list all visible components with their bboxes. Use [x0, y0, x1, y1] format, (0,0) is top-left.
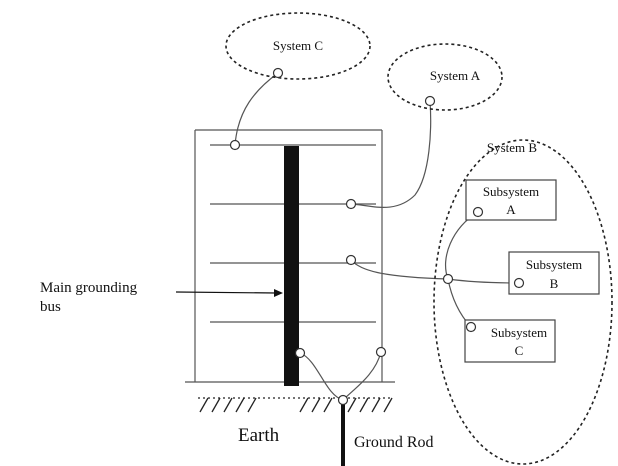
system-c-ellipse	[225, 12, 371, 80]
subsystem-a-label-line2: A	[506, 202, 516, 217]
subsystem-b-label-line1: Subsystem	[526, 257, 582, 272]
earth-label: Earth	[238, 425, 280, 446]
connection-nodes	[229, 67, 525, 406]
system-b-label: System B	[487, 140, 538, 155]
node-subsystem-c	[465, 321, 477, 333]
subsystem-c-box	[464, 319, 556, 363]
wire-frame-to-rod	[342, 351, 382, 401]
node-ground-rod	[337, 394, 349, 406]
wire-bus-to-rod	[299, 352, 344, 401]
node-bus-bottom	[294, 347, 306, 359]
wire-system-c	[234, 72, 279, 146]
system-a-label: System A	[430, 68, 481, 83]
node-system-c	[272, 67, 284, 79]
subsystem-b-box	[508, 251, 600, 295]
ground-rod	[341, 400, 345, 466]
node-system-b-hub	[442, 273, 454, 285]
system-b-ellipse	[433, 139, 613, 465]
ground-hatching	[198, 397, 393, 413]
main-grounding-bus	[284, 146, 299, 386]
node-subsystem-a	[472, 206, 484, 218]
node-subsystem-b	[513, 277, 525, 289]
main-bus-label-line2: bus	[40, 299, 61, 315]
subsystem-c-label-line2: C	[515, 343, 524, 358]
node-system-a	[424, 95, 436, 107]
ground-rod-label: Ground Rod	[354, 434, 434, 451]
wire-subsystem-b	[447, 278, 520, 284]
node-frame-bottom	[375, 346, 387, 358]
wire-system-a	[350, 100, 432, 208]
node-floor-3	[345, 254, 357, 266]
subsystem-a-label-line1: Subsystem	[483, 184, 539, 199]
node-floor-1	[229, 139, 241, 151]
subsystem-c-label-line1: Subsystem	[491, 325, 547, 340]
system-c-label: System C	[273, 38, 323, 53]
system-a-ellipse	[387, 43, 503, 111]
bus-pointer-arrow	[175, 289, 283, 297]
subsystem-b-label-line2: B	[550, 276, 559, 291]
wire-subsystem-a	[444, 211, 479, 280]
main-bus-label-line1: Main grounding	[40, 280, 138, 296]
node-floor-2	[345, 198, 357, 210]
